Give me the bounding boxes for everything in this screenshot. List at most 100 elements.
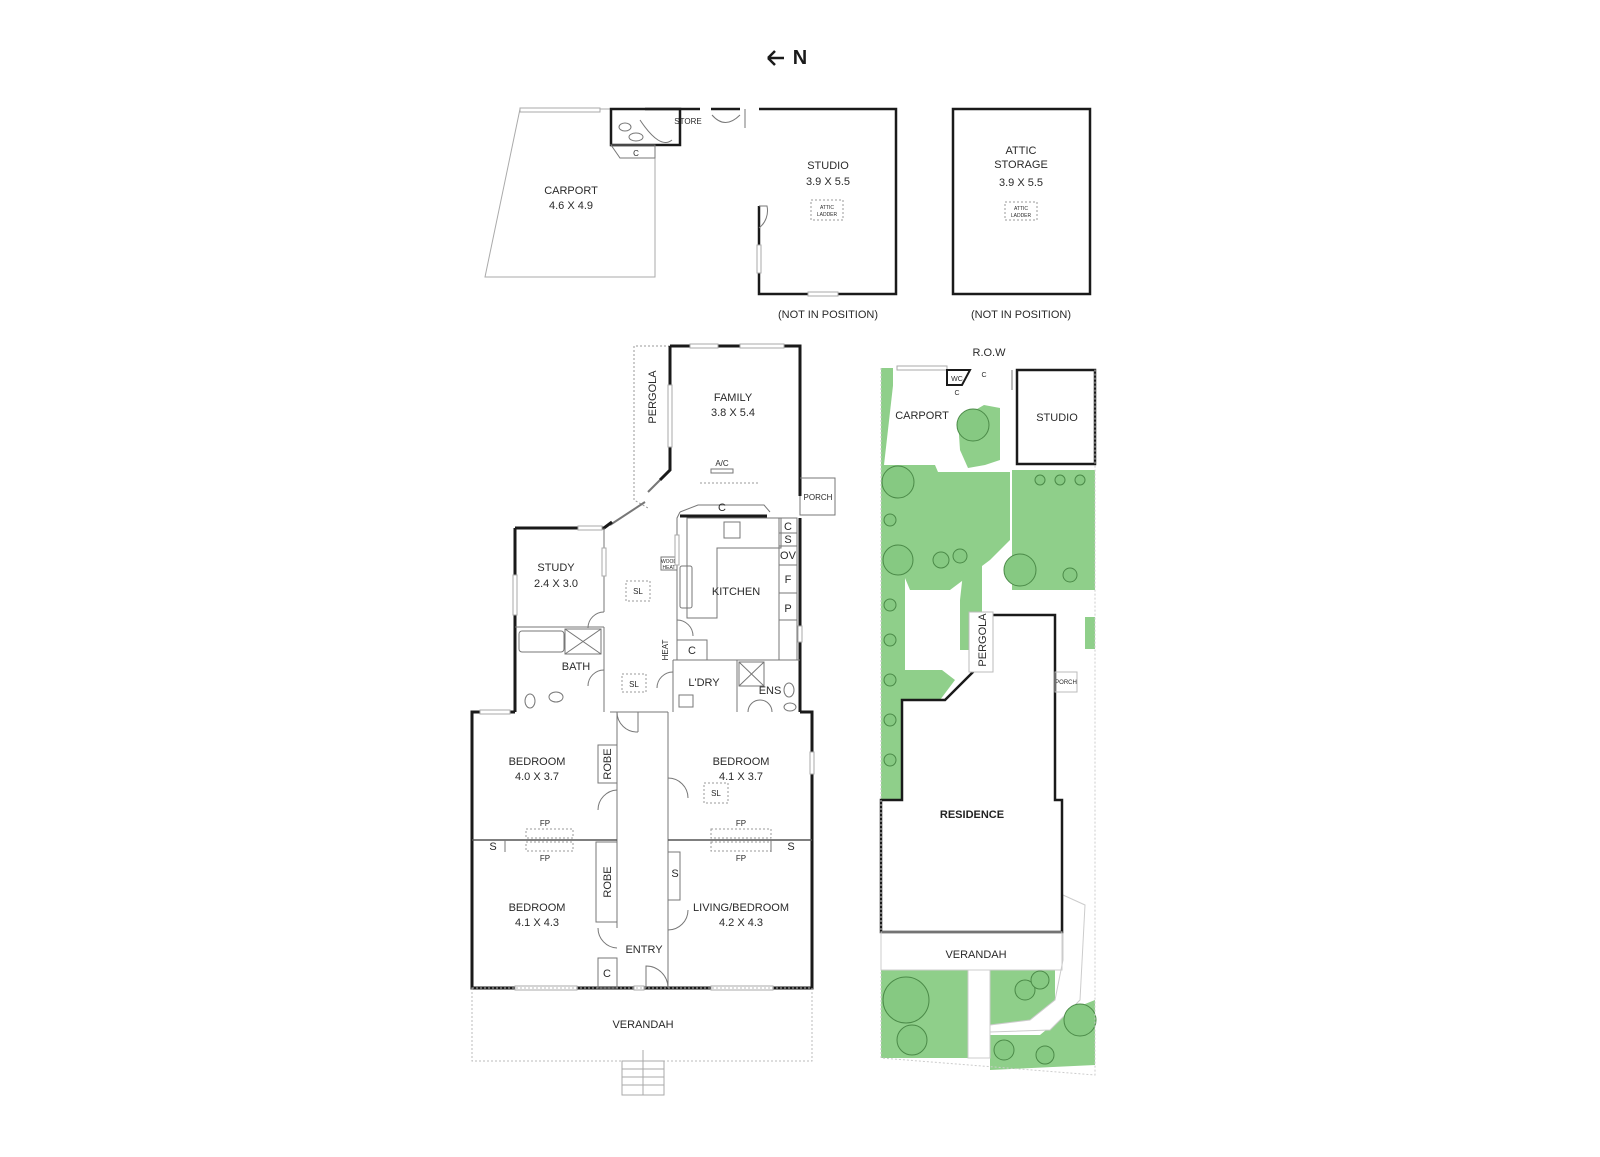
store-label: STORE <box>674 117 701 126</box>
shelf-label: S <box>489 841 496 853</box>
study-label: STUDY <box>537 562 575 574</box>
attic-dims: 3.9 X 5.5 <box>999 177 1043 189</box>
carport-cupboard-label: C <box>633 149 639 158</box>
living-label: LIVING/BEDROOM <box>693 902 789 914</box>
living-dims: 4.2 X 4.3 <box>719 917 763 929</box>
attic-ladder-label: LADDER <box>817 212 838 218</box>
entry-cupboard-label: C <box>603 968 611 980</box>
trees <box>881 408 1097 1065</box>
arrow-left-icon <box>767 50 784 66</box>
attic-label-line2: STORAGE <box>994 159 1048 171</box>
bedroom1-label: BEDROOM <box>509 756 566 768</box>
tree-icon <box>882 976 930 1024</box>
fireplace-label: FP <box>736 854 746 863</box>
studio-plan: STUDIO 3.9 X 5.5 ATTIC LADDER (NOT IN PO… <box>756 107 898 321</box>
attic-ladder-label: LADDER <box>1011 213 1032 219</box>
attic-ladder-label: ATTIC <box>820 205 834 211</box>
tree-icon <box>883 513 897 527</box>
site-porch-label: PORCH <box>1055 680 1077 686</box>
bedroom1-dims: 4.0 X 3.7 <box>515 771 559 783</box>
kitchen-cupboard-label: OV <box>780 550 797 562</box>
tree-icon <box>883 633 897 647</box>
site-carport-label: CARPORT <box>895 410 949 422</box>
fireplace-label: FP <box>540 854 550 863</box>
kitchen-cupboard-label: C <box>784 521 792 533</box>
studio-note: (NOT IN POSITION) <box>778 309 878 321</box>
bedroom2-label: BEDROOM <box>713 756 770 768</box>
house-plan: PERGOLA FAMILY 3.8 X 5.4 A/C PORCH STUDY… <box>470 343 836 1096</box>
north-compass: N <box>767 47 807 69</box>
site-c-label-2: C <box>954 390 959 397</box>
family-label: FAMILY <box>714 392 753 404</box>
pergola-label: PERGOLA <box>647 370 659 424</box>
tree-icon <box>883 673 897 687</box>
site-verandah-label: VERANDAH <box>945 949 1006 961</box>
site-c-label: C <box>981 372 986 379</box>
study-dims: 2.4 X 3.0 <box>534 578 578 590</box>
ensuite-label: ENS <box>759 685 782 697</box>
attic-note: (NOT IN POSITION) <box>971 309 1071 321</box>
skylight-label-3: SL <box>711 789 721 798</box>
bedroom1-robe: ROBE <box>602 748 614 779</box>
linen-cupboard-label: C <box>688 645 696 657</box>
site-plan: R.O.W <box>879 347 1097 1076</box>
tree-icon <box>952 548 968 564</box>
kitchen-cupboard-label: P <box>784 603 791 615</box>
tree-icon <box>883 753 897 767</box>
kitchen-cupboard-label: F <box>785 574 792 586</box>
skylight-label-2: SL <box>629 680 639 689</box>
wood-heat-label: HEAT <box>663 565 676 571</box>
tree-icon <box>1003 553 1037 587</box>
fireplace-label: FP <box>540 819 550 828</box>
tree-icon <box>882 544 914 576</box>
tree-icon <box>932 551 950 569</box>
carport-plan: C STORE CARPORT 4.6 X 4.9 <box>484 107 746 278</box>
site-wc-label: WC <box>951 376 963 383</box>
row-label: R.O.W <box>973 347 1007 359</box>
studio-dims: 3.9 X 5.5 <box>806 176 850 188</box>
tree-icon <box>1054 474 1066 486</box>
shelf-label: S <box>671 868 678 880</box>
kitchen-cupboard-label: S <box>784 534 791 546</box>
studio-label: STUDIO <box>807 160 849 172</box>
kitchen-cupboard-c: C <box>718 502 726 514</box>
skylight-label: SL <box>633 587 643 596</box>
tree-icon <box>883 713 897 727</box>
verandah-label: VERANDAH <box>612 1019 673 1031</box>
family-dims: 3.8 X 5.4 <box>711 407 755 419</box>
porch-label: PORCH <box>804 493 833 502</box>
tree-icon <box>1074 474 1086 486</box>
tree-icon <box>956 408 990 442</box>
tree-icon <box>1030 970 1050 990</box>
tree-icon <box>1035 1045 1055 1065</box>
carport-label: CARPORT <box>544 185 598 197</box>
laundry-label: L'DRY <box>688 677 720 689</box>
bedroom3-dims: 4.1 X 4.3 <box>515 917 559 929</box>
bedroom2-dims: 4.1 X 3.7 <box>719 771 763 783</box>
fireplace-label: FP <box>736 819 746 828</box>
site-pergola-label: PERGOLA <box>977 613 989 667</box>
tree-icon <box>896 1024 928 1056</box>
wood-heat-label: WOOD <box>661 559 677 565</box>
tree-icon <box>1062 567 1078 583</box>
attic-label-line1: ATTIC <box>1006 145 1037 157</box>
entry-label: ENTRY <box>625 944 663 956</box>
attic-storage-plan: ATTIC STORAGE 3.9 X 5.5 ATTIC LADDER (NO… <box>951 107 1092 321</box>
tree-icon <box>1063 1003 1097 1037</box>
front-steps <box>621 1050 665 1096</box>
residence-label: RESIDENCE <box>940 809 1004 821</box>
bedroom3-label: BEDROOM <box>509 902 566 914</box>
attic-ladder-label: ATTIC <box>1014 206 1028 212</box>
heat-label: HEAT <box>661 640 670 661</box>
ac-label: A/C <box>715 459 729 468</box>
tree-icon <box>1034 474 1046 486</box>
kitchen-label: KITCHEN <box>712 586 760 598</box>
bedroom3-robe: ROBE <box>602 866 614 897</box>
carport-dims: 4.6 X 4.9 <box>549 200 593 212</box>
tree-icon <box>993 1039 1015 1061</box>
tree-icon <box>881 465 915 499</box>
tree-icon <box>1014 979 1036 1001</box>
bath-label: BATH <box>562 661 591 673</box>
shelf-label: S <box>787 841 794 853</box>
